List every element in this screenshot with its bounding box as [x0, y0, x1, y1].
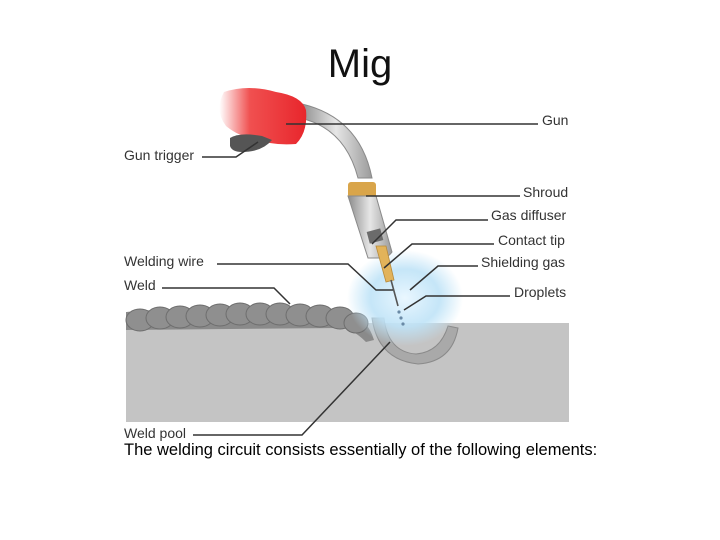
- leader-droplets: [403, 295, 510, 311]
- leader-welding-wire: [217, 263, 393, 291]
- welding-wire: [390, 279, 399, 307]
- droplets: [397, 310, 405, 326]
- leader-shielding-gas: [409, 265, 478, 291]
- label-contact-tip: Contact tip: [498, 232, 565, 248]
- gun-neck: [299, 103, 373, 179]
- label-gas-diffuser: Gas diffuser: [491, 207, 567, 223]
- leader-lines: [162, 123, 538, 436]
- label-weld-pool: Weld pool: [124, 425, 186, 441]
- gas-diffuser: [366, 228, 384, 244]
- leader-weld-pool: [193, 341, 391, 436]
- gun-handle: [219, 88, 307, 145]
- label-gun-trigger: Gun trigger: [124, 147, 194, 163]
- leader-contact-tip: [383, 243, 494, 269]
- leader-gun-trigger: [202, 141, 259, 158]
- slide-title: Mig: [327, 42, 393, 86]
- label-gun: Gun: [542, 112, 568, 128]
- shielding-gas-glow: [347, 250, 463, 346]
- label-shielding-gas: Shielding gas: [481, 254, 565, 270]
- leader-weld: [162, 287, 291, 305]
- leader-gas-diffuser: [371, 219, 488, 245]
- slide-caption: The welding circuit consists essentially…: [124, 441, 598, 459]
- weld-bead: [125, 302, 374, 342]
- weld-pool-crater: [371, 317, 459, 365]
- contact-tip: [375, 245, 395, 283]
- label-droplets: Droplets: [514, 284, 566, 300]
- label-welding-wire: Welding wire: [124, 253, 204, 269]
- label-shroud: Shroud: [523, 184, 568, 200]
- label-weld: Weld: [124, 277, 156, 293]
- workpiece: [126, 323, 569, 422]
- gun-trigger: [230, 134, 272, 152]
